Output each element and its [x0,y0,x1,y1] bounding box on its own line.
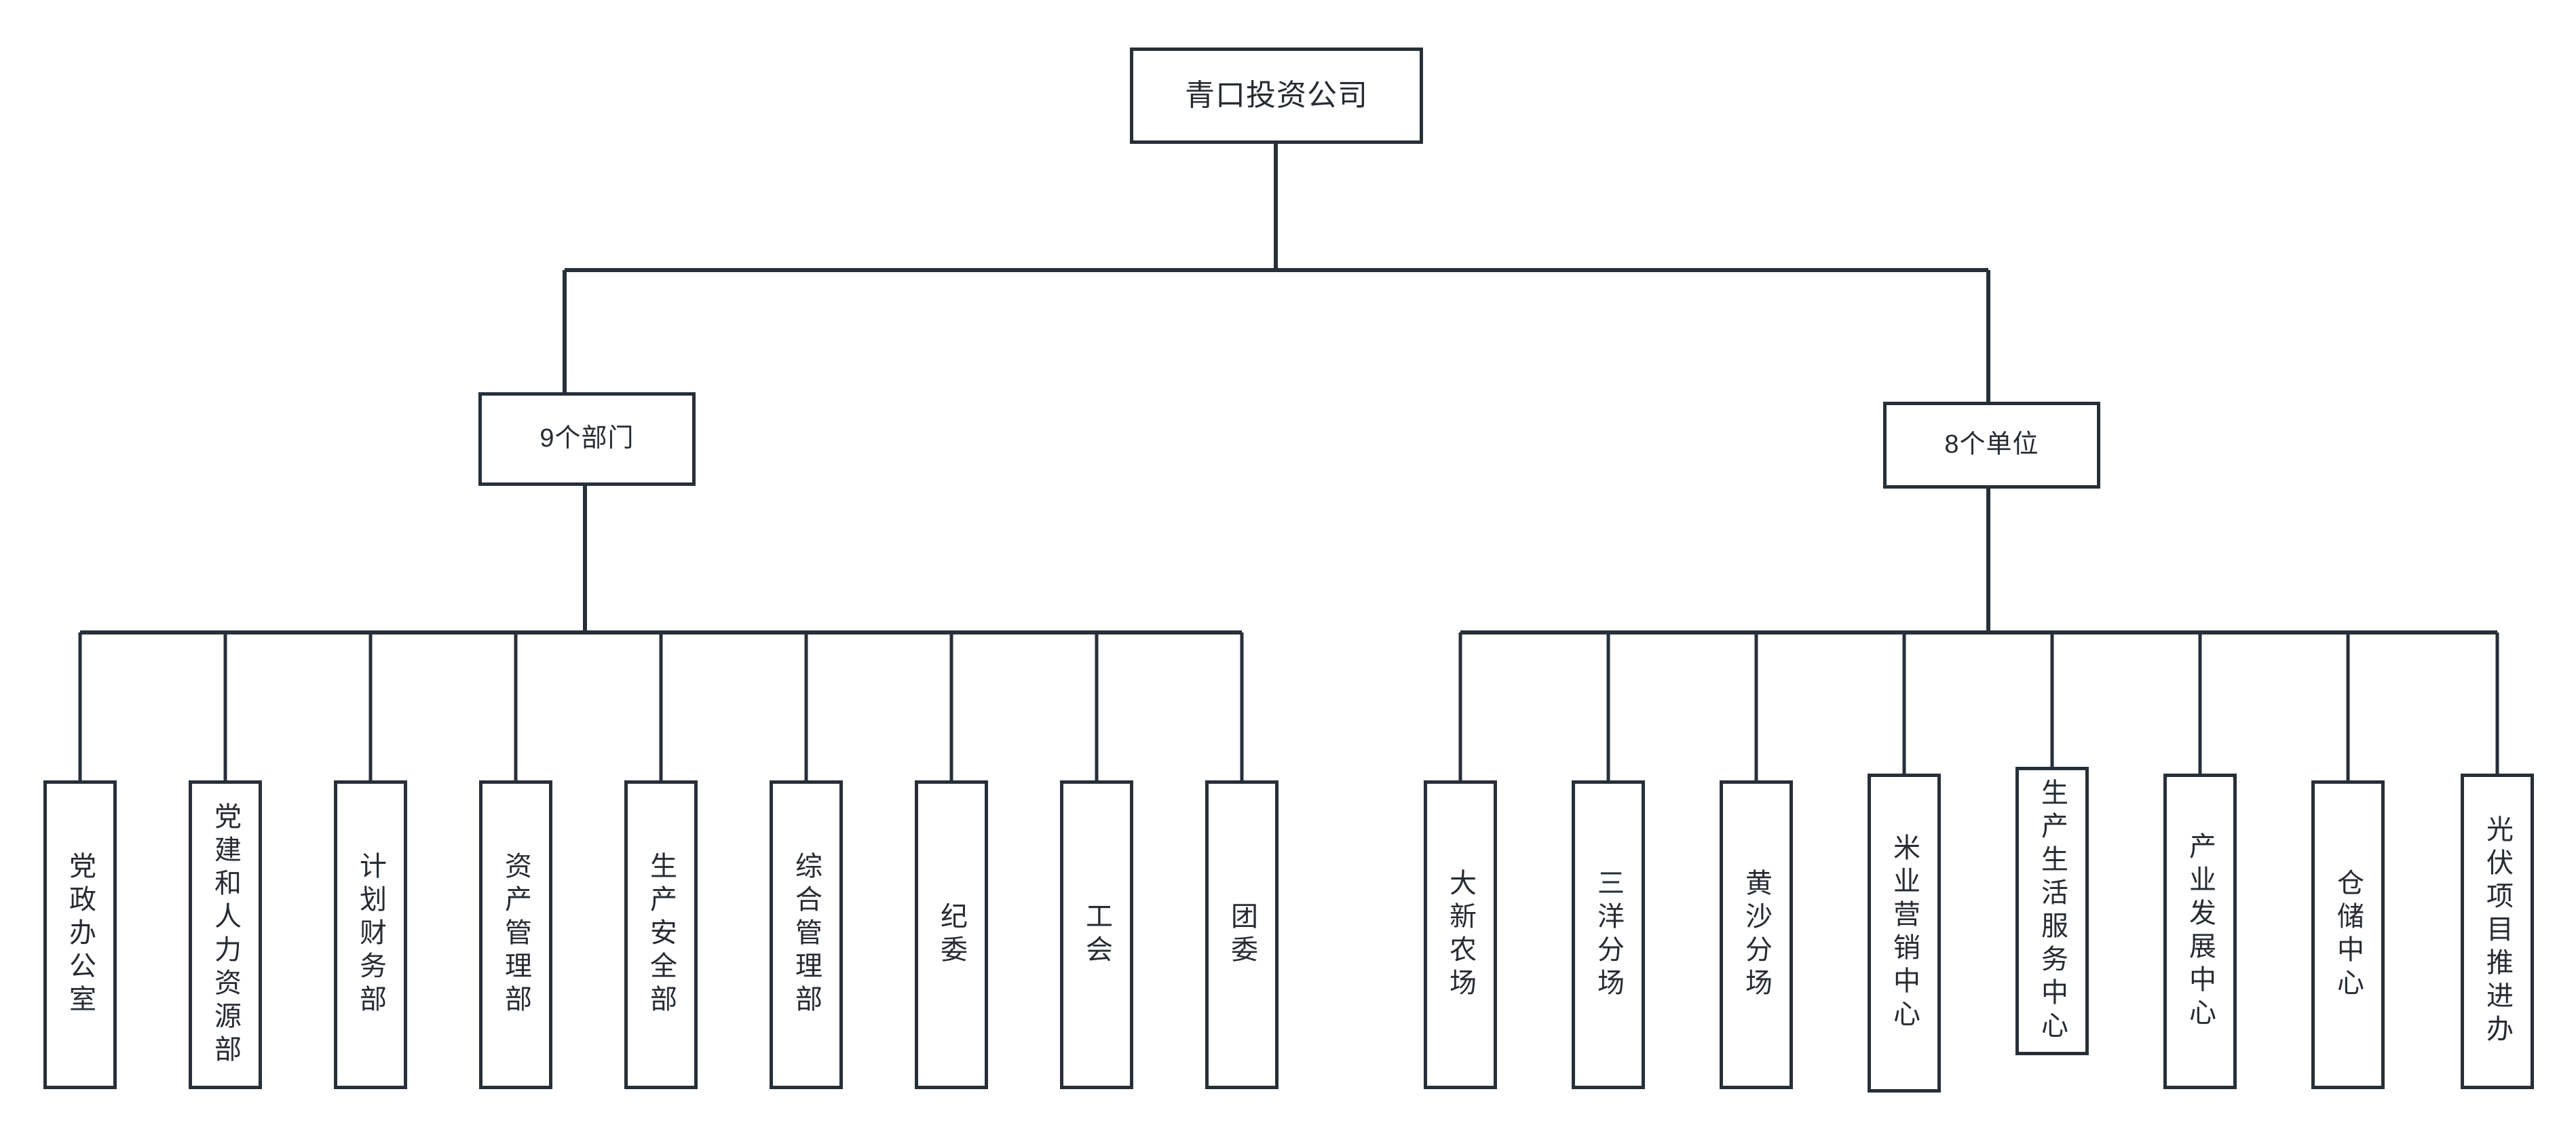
node-leaf-unit-3-label: 黄沙分场 [1741,868,1771,1002]
node-leaf-dept-8-label: 工会 [1082,901,1112,968]
node-leaf-dept-8[interactable]: 工会 [1060,780,1133,1089]
node-leaf-dept-9-label: 团委 [1227,901,1257,968]
node-branch-units-label: 8个单位 [1944,430,2039,459]
node-leaf-unit-2[interactable]: 三洋分场 [1572,780,1645,1089]
node-leaf-dept-4[interactable]: 资产管理部 [479,780,552,1089]
node-leaf-unit-6-label: 产业发展中心 [2185,831,2215,1031]
node-leaf-unit-2-label: 三洋分场 [1593,868,1623,1002]
node-leaf-dept-9[interactable]: 团委 [1205,780,1278,1089]
node-branch-departments-label: 9个部门 [539,424,634,453]
node-leaf-dept-3[interactable]: 计划财务部 [334,780,407,1089]
node-leaf-unit-5[interactable]: 生产生活服务中心 [2015,767,2089,1055]
node-leaf-dept-4-label: 资产管理部 [501,852,531,1018]
node-leaf-unit-6[interactable]: 产业发展中心 [2163,774,2237,1089]
node-leaf-dept-7[interactable]: 纪委 [915,780,988,1089]
node-leaf-unit-1[interactable]: 大新农场 [1424,780,1497,1089]
node-leaf-dept-2-label: 党建和人力资源部 [210,801,240,1068]
node-root[interactable]: 青口投资公司 [1130,48,1423,144]
node-leaf-unit-7[interactable]: 仓储中心 [2311,780,2385,1089]
node-leaf-dept-7-label: 纪委 [936,901,966,968]
node-leaf-dept-3-label: 计划财务部 [356,852,385,1018]
node-leaf-dept-6[interactable]: 综合管理部 [770,780,843,1089]
node-branch-units[interactable]: 8个单位 [1883,402,2100,489]
node-leaf-unit-4[interactable]: 米业营销中心 [1868,774,1941,1093]
node-root-label: 青口投资公司 [1185,78,1368,112]
node-leaf-unit-3[interactable]: 黄沙分场 [1720,780,1793,1089]
node-leaf-dept-1-label: 党政办公室 [65,852,95,1018]
node-leaf-dept-5[interactable]: 生产安全部 [624,780,698,1089]
node-leaf-unit-7-label: 仓储中心 [2333,868,2363,1002]
node-leaf-unit-4-label: 米业营销中心 [1889,833,1919,1033]
node-leaf-dept-6-label: 综合管理部 [791,852,821,1018]
node-leaf-dept-1[interactable]: 党政办公室 [43,780,117,1089]
node-leaf-dept-2[interactable]: 党建和人力资源部 [189,780,262,1089]
node-leaf-unit-8-label: 光伏项目推进办 [2482,815,2512,1048]
node-leaf-dept-5-label: 生产安全部 [646,852,676,1018]
node-leaf-unit-1-label: 大新农场 [1445,868,1475,1002]
node-branch-departments[interactable]: 9个部门 [478,392,696,486]
node-leaf-unit-8[interactable]: 光伏项目推进办 [2461,774,2534,1089]
node-leaf-unit-5-label: 生产生活服务中心 [2037,778,2067,1044]
